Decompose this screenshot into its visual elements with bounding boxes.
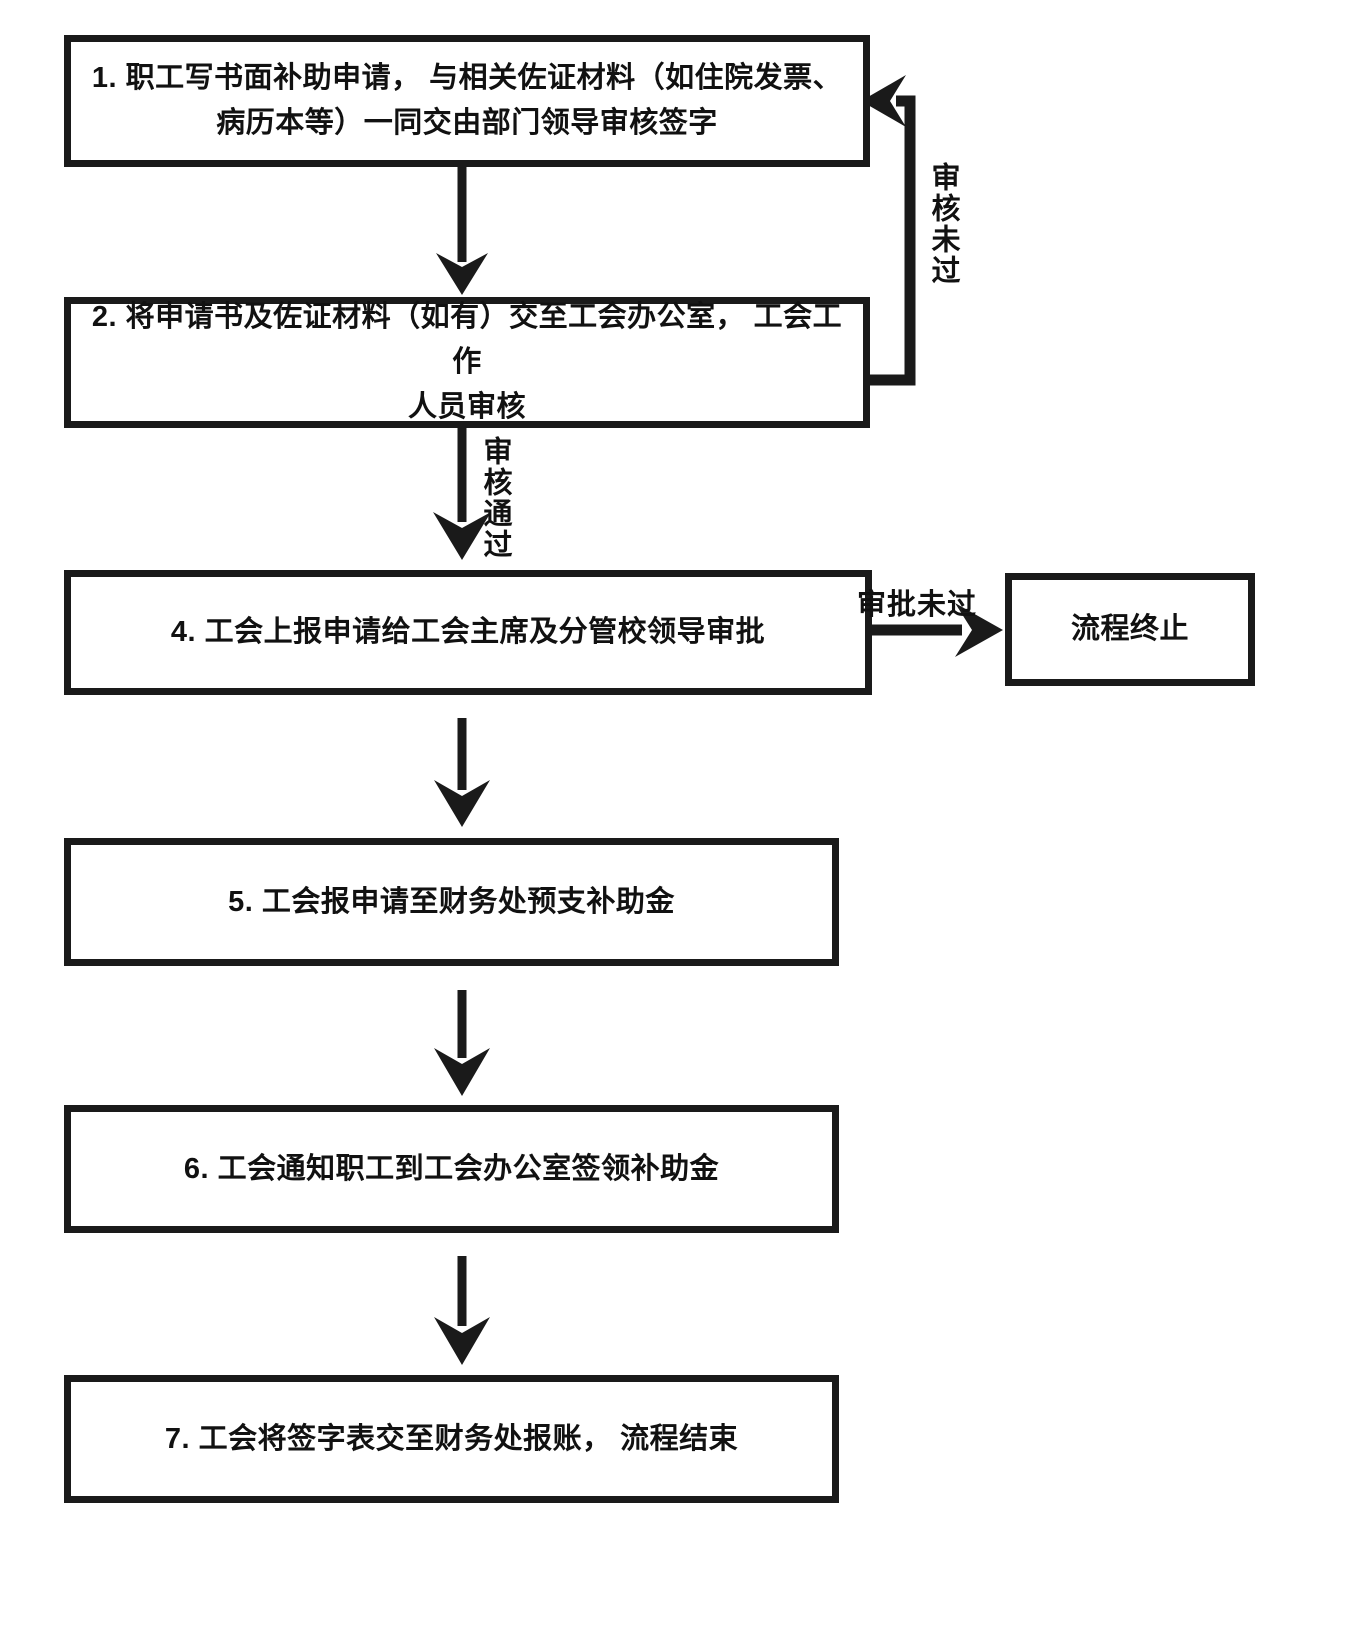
node-step4-label: 4. 工会上报申请给工会主席及分管校领导审批 — [170, 616, 766, 649]
connector-step5-step6 — [434, 990, 490, 1096]
node-step2-label: 2. 将申请书及佐证材料（如有）交至工会办公室， 工会工作 人员审核 — [91, 301, 843, 423]
node-terminate[interactable]: 流程终止 — [1005, 573, 1255, 686]
connector-step1-step2 — [436, 167, 488, 295]
node-step5[interactable]: 5. 工会报申请至财务处预支补助金 — [64, 838, 839, 966]
connector-step4-step5 — [434, 718, 490, 827]
node-step7[interactable]: 7. 工会将签字表交至财务处报账， 流程结束 — [64, 1375, 839, 1503]
edge-label-review-failed: 审核未过 — [927, 162, 959, 286]
node-step1[interactable]: 1. 职工写书面补助申请， 与相关佐证材料（如住院发票、 病历本等）一同交由部门… — [64, 35, 870, 167]
node-terminate-label: 流程终止 — [1070, 613, 1189, 646]
edge-label-review-passed: 审核通过 — [479, 436, 511, 560]
node-step4[interactable]: 4. 工会上报申请给工会主席及分管校领导审批 — [64, 570, 872, 695]
node-step6[interactable]: 6. 工会通知职工到工会办公室签领补助金 — [64, 1105, 839, 1233]
connector-step6-step7 — [434, 1256, 490, 1365]
edge-label-approval-failed: 审批未过 — [857, 589, 978, 621]
node-step6-label: 6. 工会通知职工到工会办公室签领补助金 — [183, 1152, 720, 1185]
node-step1-label: 1. 职工写书面补助申请， 与相关佐证材料（如住院发票、 病历本等）一同交由部门… — [91, 62, 843, 139]
node-step5-label: 5. 工会报申请至财务处预支补助金 — [228, 885, 675, 918]
node-step7-label: 7. 工会将签字表交至财务处报账， 流程结束 — [164, 1422, 739, 1455]
node-step2[interactable]: 2. 将申请书及佐证材料（如有）交至工会办公室， 工会工作 人员审核 — [64, 297, 870, 428]
